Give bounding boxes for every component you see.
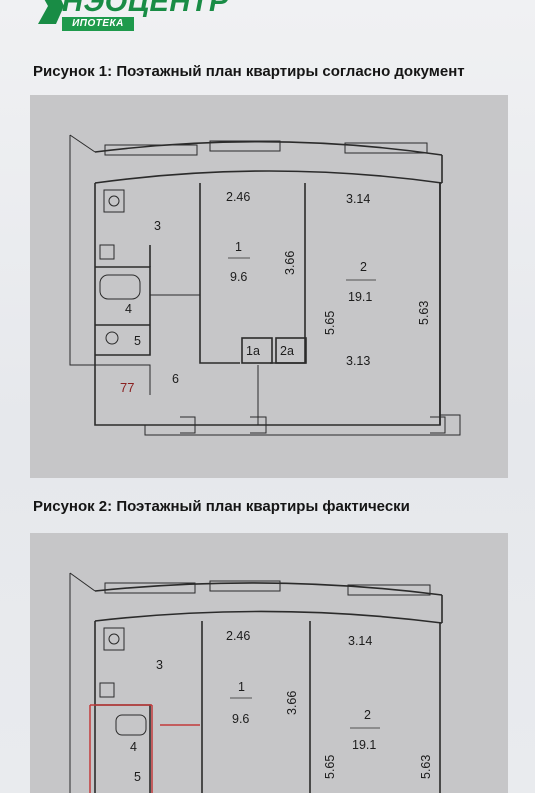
added-wall-marker xyxy=(89,704,153,793)
room-5-label-actual: 5 xyxy=(134,770,141,784)
dim-2-46-actual: 2.46 xyxy=(226,629,250,643)
floor-plan-drawing-actual: 3 2.46 3.14 1 9.6 3.66 2 19.1 5.65 5.63 … xyxy=(69,572,443,793)
room-3-label-actual: 3 xyxy=(156,658,163,672)
room-2-label: 2 xyxy=(360,260,367,274)
room-4-label: 4 xyxy=(125,302,132,316)
room-2-label-actual: 2 xyxy=(364,708,371,722)
company-logo: НЭОЦЕНТР ИПОТЕКА xyxy=(36,0,276,42)
dim-3-14-actual: 3.14 xyxy=(348,634,372,648)
figure-2-caption: Рисунок 2: Поэтажный план квартиры факти… xyxy=(33,498,410,515)
dim-5-63-actual: 5.63 xyxy=(419,755,433,779)
room-1-label-actual: 1 xyxy=(238,680,245,694)
dim-5-65: 5.65 xyxy=(323,311,337,335)
room-3-label: 3 xyxy=(154,219,161,233)
room-1-area-actual: 9.6 xyxy=(232,712,249,726)
dim-3-66-actual: 3.66 xyxy=(285,691,299,715)
room-2-area-actual: 19.1 xyxy=(352,738,376,752)
dim-5-63: 5.63 xyxy=(417,301,431,325)
logo-arrow-icon xyxy=(38,0,64,24)
handwritten-mark: 77 xyxy=(120,380,134,395)
room-2a-label: 2а xyxy=(280,344,294,358)
dim-2-46: 2.46 xyxy=(226,190,250,204)
room-1-label: 1 xyxy=(235,240,242,254)
dim-5-65-actual: 5.65 xyxy=(323,755,337,779)
floor-plan-actual: 3 2.46 3.14 1 9.6 3.66 2 19.1 5.65 5.63 … xyxy=(30,533,508,793)
logo-subtitle: ИПОТЕКА xyxy=(62,17,134,31)
dim-3-14: 3.14 xyxy=(346,192,370,206)
room-6-label: 6 xyxy=(172,372,179,386)
floor-plan-drawing: 3 2.46 3.14 1 9.6 3.66 2 19.1 5.65 5.63 … xyxy=(69,134,461,436)
dim-3-13: 3.13 xyxy=(346,354,370,368)
figure-1-caption: Рисунок 1: Поэтажный план квартиры согла… xyxy=(33,63,465,80)
room-1a-label: 1а xyxy=(246,344,260,358)
dim-3-66: 3.66 xyxy=(283,251,297,275)
logo-name: НЭОЦЕНТР xyxy=(62,0,229,18)
floor-plan-documented: 3 2.46 3.14 1 9.6 3.66 2 19.1 5.65 5.63 … xyxy=(30,95,508,478)
room-1-area: 9.6 xyxy=(230,270,247,284)
room-2-area: 19.1 xyxy=(348,290,372,304)
room-5-label: 5 xyxy=(134,334,141,348)
room-4-label-actual: 4 xyxy=(130,740,137,754)
